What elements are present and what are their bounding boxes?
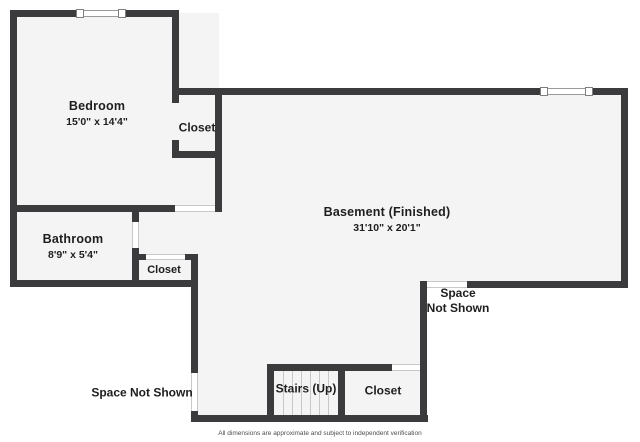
wall-bedroom-right-upper bbox=[172, 10, 179, 103]
wall-lower-right bbox=[420, 281, 427, 422]
bedroom-dims: 15'0" x 14'4" bbox=[66, 115, 128, 128]
window-cap-icon bbox=[540, 87, 548, 96]
door-opening-space-left bbox=[191, 373, 198, 411]
wall-basement-top bbox=[172, 88, 628, 95]
disclaimer-text: All dimensions are approximate and subje… bbox=[218, 430, 422, 437]
bathroom-dims: 8'9" x 5'4" bbox=[48, 248, 98, 261]
bathroom-label: Bathroom 8'9" x 5'4" bbox=[43, 232, 104, 262]
closet-bottom-name: Closet bbox=[364, 383, 402, 398]
stairs-name: Stairs (Up) bbox=[275, 381, 337, 396]
stair-tread bbox=[310, 371, 311, 415]
stair-tread bbox=[301, 371, 302, 415]
bedroom-label: Bedroom 15'0" x 14'4" bbox=[66, 99, 128, 129]
wall-bathroom-right-stub bbox=[132, 212, 139, 224]
bedroom-name: Bedroom bbox=[68, 99, 126, 114]
wall-closet-top-bottom bbox=[172, 151, 222, 158]
closet-mid-name: Closet bbox=[147, 264, 181, 277]
wall-bottom-outer bbox=[191, 415, 428, 422]
closet-bottom-label: Closet bbox=[365, 384, 402, 399]
closet-mid-label: Closet bbox=[147, 264, 181, 278]
wall-stairs-closet-divider bbox=[338, 364, 345, 422]
window-cap-icon bbox=[76, 9, 84, 18]
wall-basement-right bbox=[621, 88, 628, 288]
bedroom-wing-floor bbox=[13, 13, 219, 284]
space-right-label: Space Not Shown bbox=[427, 286, 490, 316]
wall-bedroom-bottom bbox=[10, 205, 175, 212]
door-opening-closet-bottom bbox=[392, 364, 420, 371]
door-opening-space-right bbox=[427, 281, 467, 288]
stair-tread bbox=[283, 371, 284, 415]
closet-top-name: Closet bbox=[178, 120, 216, 135]
wall-basement-bottom-right bbox=[420, 281, 628, 288]
wall-left-outer bbox=[10, 10, 17, 287]
space-right-line1: Space bbox=[440, 286, 476, 300]
wall-stairs-left bbox=[267, 364, 274, 422]
window-cap-icon bbox=[585, 87, 593, 96]
bathroom-name: Bathroom bbox=[42, 232, 104, 247]
wall-lower-left bbox=[191, 254, 198, 373]
wall-bathroom-bottom bbox=[10, 280, 198, 287]
closet-top-label: Closet bbox=[179, 121, 216, 136]
wall-closet-top-right bbox=[215, 88, 222, 212]
door-opening-bathroom bbox=[132, 222, 139, 248]
stair-tread bbox=[328, 371, 329, 415]
stairs-label: Stairs (Up) bbox=[276, 382, 337, 397]
wall-closet-mid-top-left bbox=[132, 254, 146, 260]
space-bottom-left-label: Space Not Shown bbox=[91, 386, 192, 401]
space-bottom-left-name: Space Not Shown bbox=[91, 385, 193, 400]
basement-label: Basement (Finished) 31'10" x 20'1" bbox=[324, 205, 451, 235]
space-right-line2: Not Shown bbox=[426, 301, 490, 315]
window-cap-icon bbox=[118, 9, 126, 18]
stair-tread bbox=[292, 371, 293, 415]
wall-bathroom-right-lower bbox=[132, 248, 139, 287]
wall-stairs-closet-top bbox=[267, 364, 392, 371]
door-opening-bedroom bbox=[175, 205, 215, 212]
wall-bedroom-right-stub bbox=[172, 140, 179, 158]
door-opening-closet-mid bbox=[146, 254, 185, 260]
window-basement-icon bbox=[544, 88, 590, 95]
basement-dims: 31'10" x 20'1" bbox=[353, 221, 421, 234]
basement-floor bbox=[195, 93, 625, 285]
stair-tread bbox=[319, 371, 320, 415]
basement-name: Basement (Finished) bbox=[323, 205, 451, 220]
